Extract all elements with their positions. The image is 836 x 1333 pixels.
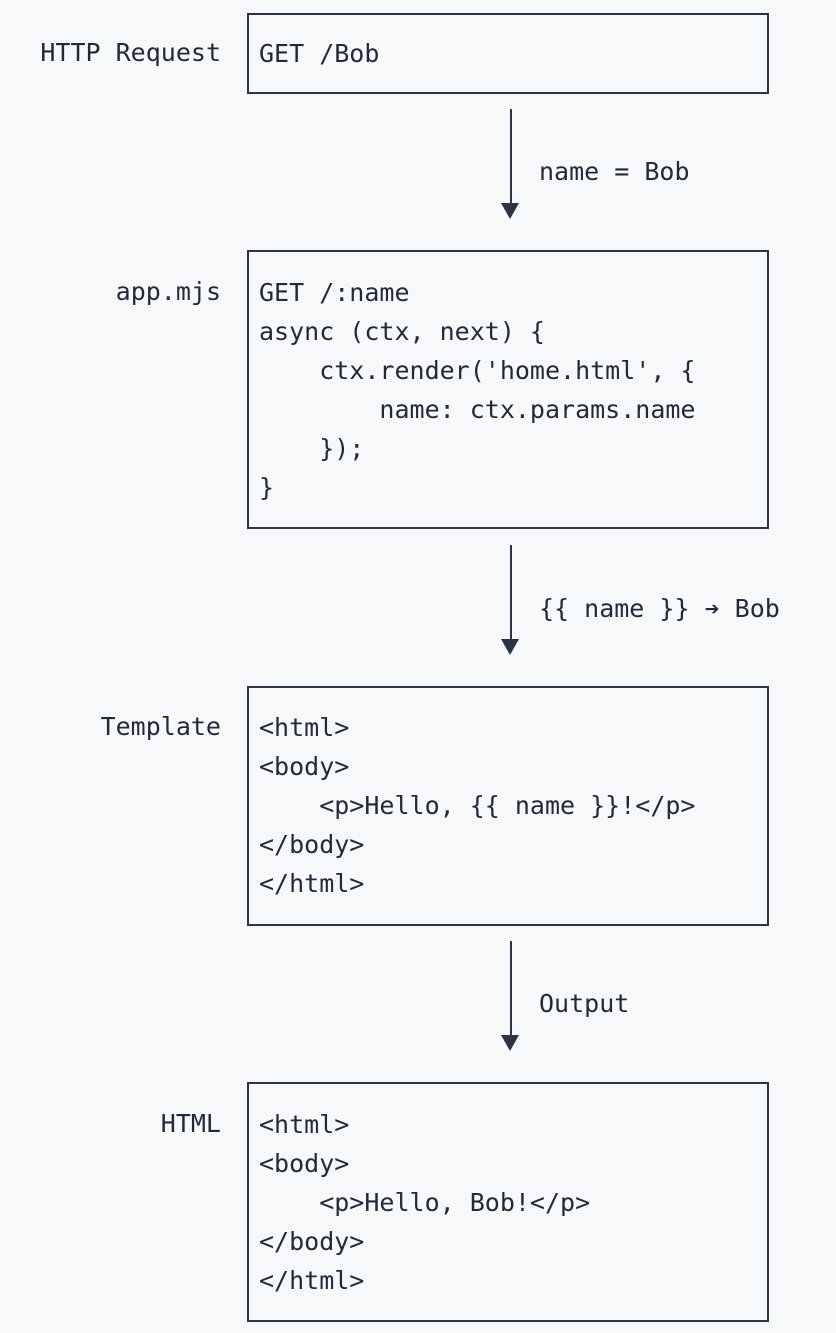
- code-line: }: [259, 473, 275, 502]
- arrow-label-1: name = Bob: [539, 157, 690, 186]
- code-line: <body>: [259, 1149, 350, 1178]
- code-line: async (ctx, next) {: [259, 317, 545, 346]
- code-line: });: [259, 434, 365, 463]
- arrow-head-icon: [501, 1035, 519, 1051]
- code-line: <p>Hello, Bob!</p>: [259, 1188, 591, 1217]
- code-line: </body>: [259, 830, 365, 859]
- arrow-label-2: {{ name }} ➔ Bob: [539, 594, 780, 623]
- stage-label-template: Template: [100, 712, 221, 741]
- code-line: GET /Bob: [259, 39, 380, 68]
- flow-arrow-1: [501, 109, 521, 220]
- code-line: </html>: [259, 869, 365, 898]
- code-line: <html>: [259, 1110, 350, 1139]
- stage-label-html: HTML: [160, 1109, 221, 1138]
- code-line: <html>: [259, 713, 350, 742]
- code-line: ctx.render('home.html', {: [259, 356, 696, 385]
- html-output-box: <html> <body> <p>Hello, Bob!</p> </body>…: [247, 1082, 769, 1322]
- flow-arrow-3: [501, 941, 521, 1052]
- flow-arrow-2: [501, 545, 521, 656]
- stage-label-http-request: HTTP Request: [40, 38, 221, 67]
- http-request-box: GET /Bob: [247, 13, 769, 94]
- code-line: GET /:name: [259, 278, 410, 307]
- template-box: <html> <body> <p>Hello, {{ name }}!</p> …: [247, 686, 769, 926]
- code-line: <body>: [259, 752, 350, 781]
- code-line: name: ctx.params.name: [259, 395, 696, 424]
- code-line: </html>: [259, 1266, 365, 1295]
- arrow-shaft: [510, 545, 512, 639]
- arrow-shaft: [510, 941, 512, 1035]
- arrow-head-icon: [501, 639, 519, 655]
- code-line: <p>Hello, {{ name }}!</p>: [259, 791, 696, 820]
- arrow-label-3: Output: [539, 989, 630, 1018]
- arrow-head-icon: [501, 203, 519, 219]
- stage-label-app-mjs: app.mjs: [115, 277, 221, 306]
- code-line: </body>: [259, 1227, 365, 1256]
- arrow-shaft: [510, 109, 512, 203]
- app-mjs-box: GET /:name async (ctx, next) { ctx.rende…: [247, 250, 769, 529]
